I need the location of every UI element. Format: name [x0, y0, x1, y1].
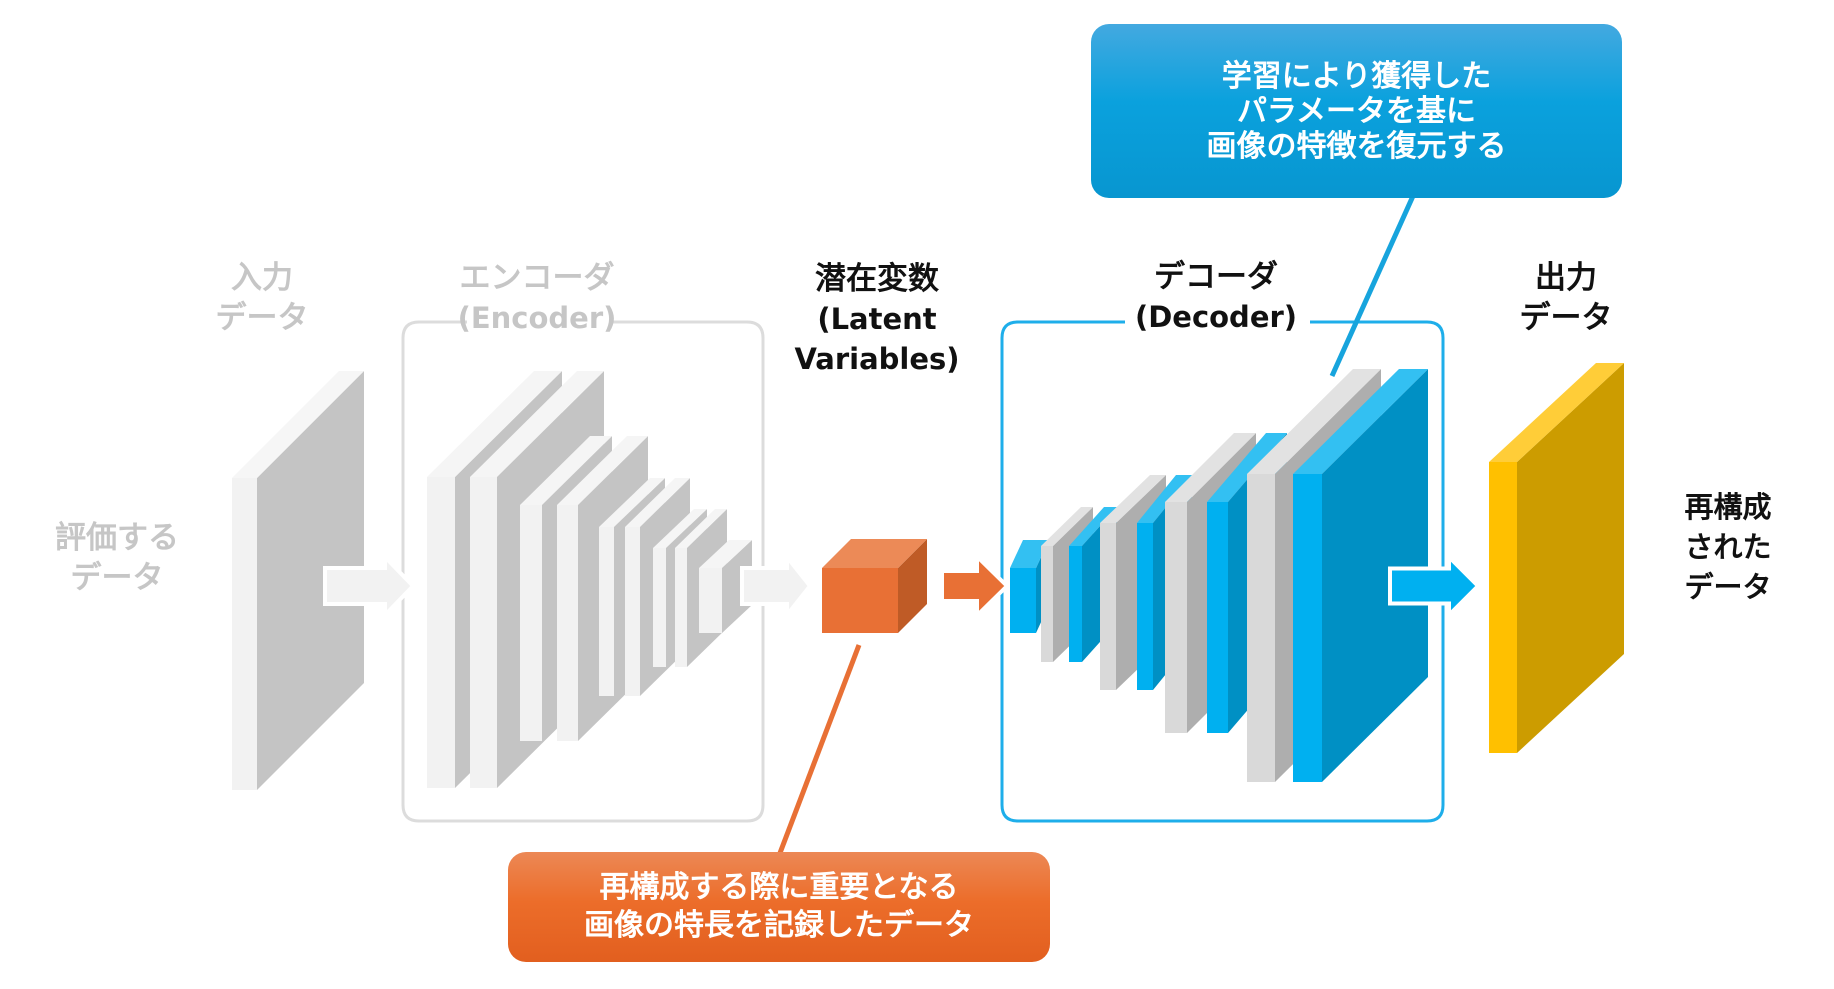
input-data-title: 入力 データ	[216, 258, 309, 338]
decoder-layer-8-top	[1247, 369, 1381, 474]
latent-to-decoder-arrow	[940, 551, 1010, 621]
latent-title-en-1: (Latent	[817, 302, 937, 336]
encoder-layer-7-front	[653, 548, 666, 667]
output-data-slab-front	[1489, 462, 1517, 753]
decoder-callout-line-2: パラメータを基に	[1236, 93, 1477, 129]
decoder-layer-4-top	[1100, 475, 1166, 523]
input-data-slab-side	[257, 371, 364, 790]
decoder-layer-4-front	[1100, 523, 1116, 690]
decoder-callout-line-1: 学習により獲得した	[1221, 58, 1492, 94]
input-side-label-line-2: データ	[70, 560, 164, 596]
encoder-layer-1-front	[427, 477, 455, 788]
latent-title-en-2: Variables)	[794, 342, 960, 376]
decoder-layer-9-top	[1293, 369, 1428, 474]
output-data-title: 出力 データ	[1520, 258, 1613, 338]
encoder-layer-6-front	[625, 527, 640, 696]
decoder-callout-leader-line	[1329, 194, 1416, 378]
decoder-layer-9-side	[1322, 369, 1428, 782]
input-data-slab	[232, 371, 364, 790]
decoder-layer-1-top	[1010, 540, 1049, 568]
input-side-label: 評価する データ	[55, 518, 179, 598]
decoder-title: デコーダ (Decoder)	[1135, 257, 1297, 337]
decoder-layer-7-front	[1207, 502, 1228, 733]
encoder-layer-2-top	[470, 371, 604, 477]
encoder-layer-1-top	[427, 371, 562, 477]
encoder-layer-4-front	[557, 505, 578, 741]
encoder-title-en: (Encoder)	[457, 301, 617, 335]
decoder-layer-5-top	[1137, 475, 1192, 523]
decoder-layer-5-front	[1137, 523, 1153, 690]
encoder-layer-6-top	[625, 478, 690, 527]
encoder-layer-5-front	[599, 527, 614, 696]
decoder-to-output-arrow	[1388, 552, 1481, 620]
encoder-layer-3-top	[520, 436, 612, 505]
latent-callout-line-2: 画像の特長を記録したデータ	[584, 908, 974, 943]
input-to-encoder-arrow	[323, 552, 416, 620]
output-side-line-2: された	[1684, 530, 1772, 564]
input-side-label-line-1: 評価する	[55, 520, 179, 556]
latent-callout-leader-line	[777, 644, 862, 854]
latent-callout-line-1: 再構成する際に重要となる	[599, 870, 959, 905]
decoder-layer-6-front	[1165, 502, 1187, 733]
decoder-layer-2-top	[1041, 507, 1093, 546]
decoder-callout: 学習により獲得した パラメータを基に 画像の特徴を復元する	[1091, 24, 1622, 198]
output-side-line-1: 再構成	[1684, 490, 1772, 524]
encoder-group-box	[401, 320, 765, 823]
encoder-layer-2-front	[470, 477, 497, 788]
input-title-line-2: データ	[215, 300, 309, 336]
decoder-callout-line-3: 画像の特徴を復元する	[1206, 128, 1507, 164]
latent-variables-title: 潜在変数 (Latent Variables)	[794, 259, 959, 379]
decoder-layer-9-front	[1293, 474, 1322, 782]
encoder-title-ja: エンコーダ	[459, 260, 615, 296]
latent-variable-cube-top	[822, 539, 927, 568]
decoder-layer-6-top	[1165, 433, 1256, 502]
output-side-label: 再構成 された データ	[1684, 487, 1771, 607]
decoder-layer-3-front	[1069, 546, 1082, 662]
encoder-layer-9-front	[699, 568, 722, 633]
encoder-layer-9-side	[722, 540, 752, 633]
input-title-line-1: 入力	[231, 260, 293, 296]
decoder-layer-3-top	[1069, 507, 1117, 546]
latent-variable-cube	[822, 539, 927, 633]
decoder-layer-7-top	[1207, 433, 1287, 502]
input-data-slab-front	[232, 478, 257, 790]
encoder-to-latent-arrow	[740, 551, 813, 621]
encoder-layer-3-front	[520, 505, 542, 741]
latent-callout: 再構成する際に重要となる 画像の特長を記録したデータ	[508, 852, 1050, 962]
input-data-slab-top	[232, 371, 364, 478]
decoder-layer-9	[1293, 369, 1428, 782]
encoder-layer-9-top	[699, 540, 752, 568]
decoder-title-en: (Decoder)	[1134, 300, 1298, 334]
encoder-layer-9	[699, 540, 752, 633]
output-data-slab-side	[1517, 363, 1624, 753]
encoder-layer-8-top	[675, 509, 727, 548]
output-title-line-1: 出力	[1535, 260, 1597, 296]
output-side-line-3: データ	[1684, 570, 1772, 604]
latent-variable-cube-side	[898, 539, 927, 633]
encoder-layer-4-top	[557, 436, 648, 505]
decoder-group-box	[1000, 320, 1445, 823]
decoder-title-ja: デコーダ	[1154, 259, 1278, 295]
output-title-line-2: データ	[1519, 300, 1613, 336]
decoder-layer-8-front	[1247, 474, 1275, 782]
output-data-slab	[1489, 363, 1624, 753]
output-data-slab-top	[1489, 363, 1624, 462]
latent-variable-cube-front	[822, 568, 898, 633]
decoder-layer-1-front	[1010, 568, 1036, 633]
encoder-title: エンコーダ (Encoder)	[458, 258, 617, 338]
encoder-layer-5-top	[599, 478, 665, 527]
encoder-layer-7-top	[653, 509, 707, 548]
encoder-layer-8-front	[675, 548, 687, 667]
latent-title-ja: 潜在変数	[815, 261, 939, 297]
decoder-layer-2-front	[1041, 546, 1053, 662]
